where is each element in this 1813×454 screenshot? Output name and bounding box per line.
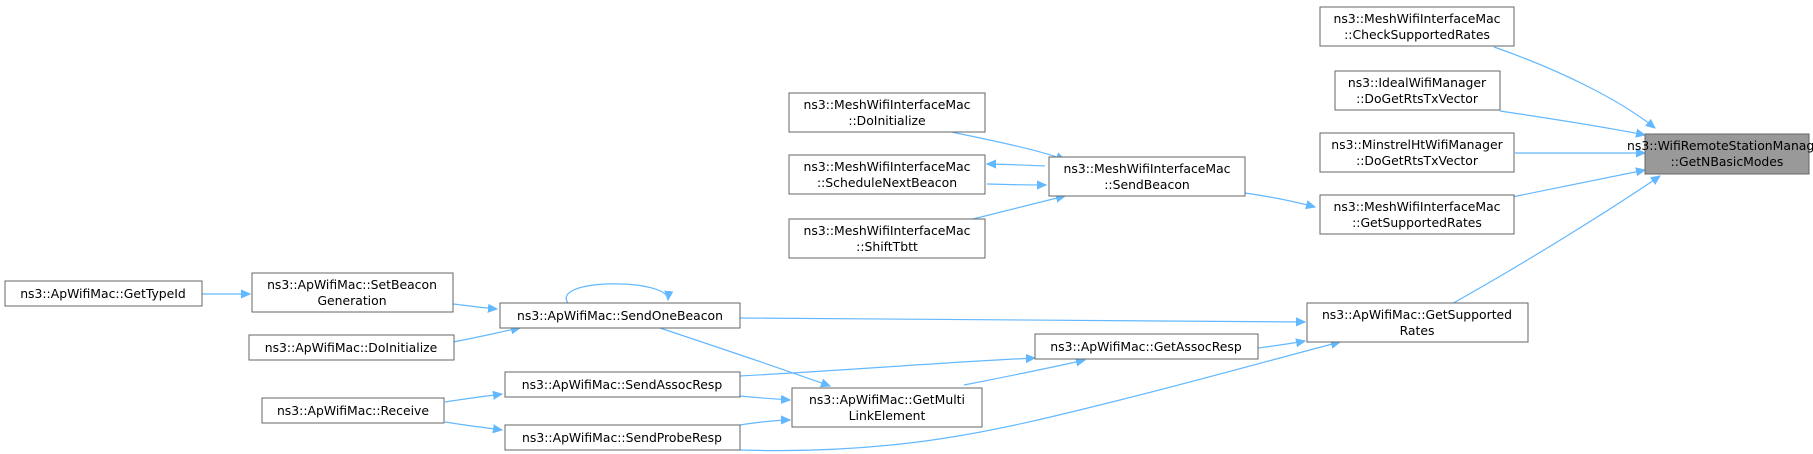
node-mesh-check-line2: ::CheckSupportedRates — [1344, 27, 1490, 42]
node-mesh-check-supported-rates[interactable]: ns3::MeshWifiInterfaceMac ::CheckSupport… — [1319, 6, 1515, 47]
edge-apgetsup-focus — [1447, 176, 1660, 307]
edge-sendprobe-getmulti — [739, 420, 790, 426]
node-ap-setbeacon-line1: ns3::ApWifiMac::SetBeacon — [267, 277, 437, 292]
node-ap-do-initialize[interactable]: ns3::ApWifiMac::DoInitialize — [248, 334, 455, 361]
edge-receive-sendassoc — [444, 394, 502, 403]
node-mesh-getsup-line1: ns3::MeshWifiInterfaceMac — [1334, 199, 1501, 214]
node-mesh-check-line1: ns3::MeshWifiInterfaceMac — [1334, 11, 1501, 26]
edges — [202, 46, 1660, 452]
node-ap-sendone-line1: ns3::ApWifiMac::SendOneBeacon — [517, 308, 723, 323]
edge-setbeacon-sendone — [452, 303, 497, 309]
node-ap-send-one-beacon[interactable]: ns3::ApWifiMac::SendOneBeacon — [499, 302, 741, 329]
node-mesh-schedule-line2: ::ScheduleNextBeacon — [817, 175, 957, 190]
node-ap-getmulti-line2: LinkElement — [849, 408, 926, 423]
edge-sendone-getmulti — [659, 327, 830, 386]
node-ideal-line1: ns3::IdealWifiManager — [1348, 75, 1487, 90]
node-ap-gettypeid-line1: ns3::ApWifiMac::GetTypeId — [20, 286, 186, 301]
node-ap-get-type-id[interactable]: ns3::ApWifiMac::GetTypeId — [4, 280, 203, 307]
node-focus[interactable]: ns3::WifiRemoteStationManager ::GetNBasi… — [1627, 133, 1813, 175]
edge-sendassoc-getmulti — [739, 396, 790, 400]
node-ideal-line2: ::DoGetRtsTxVector — [1356, 91, 1479, 106]
edge-meshgetsup-focus — [1511, 170, 1645, 198]
edge-getmulti-getassoc — [963, 360, 1085, 386]
node-mesh-doinit-line2: ::DoInitialize — [848, 113, 925, 128]
node-mesh-shift-line1: ns3::MeshWifiInterfaceMac — [804, 223, 971, 238]
node-minstrel-line2: ::DoGetRtsTxVector — [1356, 153, 1479, 168]
node-ap-receive[interactable]: ns3::ApWifiMac::Receive — [261, 397, 445, 424]
node-mesh-schedule-line1: ns3::MeshWifiInterfaceMac — [804, 159, 971, 174]
node-ap-receive-line1: ns3::ApWifiMac::Receive — [277, 403, 429, 418]
edge-sendbeacon-meshgetsup — [1244, 192, 1315, 207]
node-mesh-shift-tbtt[interactable]: ns3::MeshWifiInterfaceMac ::ShiftTbtt — [788, 218, 986, 259]
node-ap-sendprobe-line1: ns3::ApWifiMac::SendProbeResp — [522, 430, 722, 445]
edge-meshcheck-focus — [1493, 46, 1655, 128]
node-focus-line2: ::GetNBasicModes — [1671, 154, 1784, 169]
node-minstrel-dogetrtstxvector[interactable]: ns3::MinstrelHtWifiManager ::DoGetRtsTxV… — [1319, 132, 1515, 173]
node-ap-getmulti-line1: ns3::ApWifiMac::GetMulti — [809, 392, 965, 407]
node-ap-get-supported-rates[interactable]: ns3::ApWifiMac::GetSupported Rates — [1306, 302, 1529, 343]
edge-ideal-focus — [1499, 110, 1645, 135]
node-mesh-send-beacon[interactable]: ns3::MeshWifiInterfaceMac ::SendBeacon — [1048, 156, 1246, 197]
node-ap-setbeacon-line2: Generation — [317, 293, 386, 308]
node-ap-doinit-line1: ns3::ApWifiMac::DoInitialize — [265, 340, 438, 355]
edge-sendone-apgetsup — [739, 318, 1305, 322]
edge-shift-sendbeacon — [964, 196, 1065, 222]
edge-sendone-self — [565, 283, 668, 304]
nodes: ns3::WifiRemoteStationManager ::GetNBasi… — [4, 6, 1813, 451]
edge-doinit-sendone — [452, 328, 520, 343]
node-mesh-sendbeacon-line2: ::SendBeacon — [1104, 177, 1190, 192]
node-ap-getsup-line1: ns3::ApWifiMac::GetSupported — [1322, 307, 1512, 322]
edge-sendprobe-apgetsup — [739, 342, 1340, 452]
node-mesh-do-initialize[interactable]: ns3::MeshWifiInterfaceMac ::DoInitialize — [788, 92, 986, 133]
edge-sendbeacon-schedule — [987, 164, 1046, 166]
node-ap-getassoc-line1: ns3::ApWifiMac::GetAssocResp — [1050, 339, 1242, 354]
node-focus-line1: ns3::WifiRemoteStationManager — [1627, 138, 1813, 153]
node-ap-set-beacon-generation[interactable]: ns3::ApWifiMac::SetBeacon Generation — [251, 272, 454, 313]
node-mesh-get-supported-rates[interactable]: ns3::MeshWifiInterfaceMac ::GetSupported… — [1319, 194, 1515, 235]
node-mesh-shift-line2: ::ShiftTbtt — [856, 239, 918, 254]
node-mesh-schedule-next-beacon[interactable]: ns3::MeshWifiInterfaceMac ::ScheduleNext… — [788, 154, 986, 195]
node-ap-send-probe-resp[interactable]: ns3::ApWifiMac::SendProbeResp — [504, 424, 741, 451]
node-ap-get-multi-link-element[interactable]: ns3::ApWifiMac::GetMulti LinkElement — [791, 387, 983, 428]
node-minstrel-line1: ns3::MinstrelHtWifiManager — [1331, 137, 1503, 152]
node-ap-sendassoc-line1: ns3::ApWifiMac::SendAssocResp — [522, 377, 723, 392]
edge-schedule-sendbeacon — [986, 184, 1046, 185]
node-mesh-doinit-line1: ns3::MeshWifiInterfaceMac — [804, 97, 971, 112]
node-mesh-sendbeacon-line1: ns3::MeshWifiInterfaceMac — [1064, 161, 1231, 176]
edge-receive-sendprobe — [444, 421, 502, 430]
node-ap-get-assoc-resp[interactable]: ns3::ApWifiMac::GetAssocResp — [1034, 333, 1259, 360]
node-ap-getsup-line2: Rates — [1400, 323, 1435, 338]
node-mesh-getsup-line2: ::GetSupportedRates — [1352, 215, 1482, 230]
node-ap-send-assoc-resp[interactable]: ns3::ApWifiMac::SendAssocResp — [504, 371, 741, 398]
node-ideal-dogetrtstxvector[interactable]: ns3::IdealWifiManager ::DoGetRtsTxVector — [1334, 70, 1501, 111]
edge-sendassoc-getassoc — [739, 358, 1035, 377]
edge-getassoc-apgetsup — [1257, 341, 1305, 349]
